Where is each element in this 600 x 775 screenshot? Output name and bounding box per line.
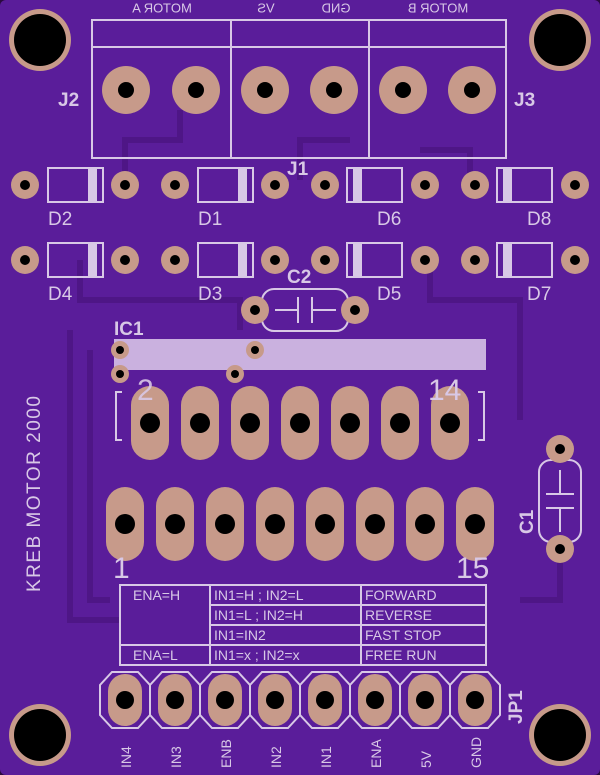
truth-table-cell: IN1=IN2: [214, 627, 266, 643]
header-jp1: [99, 671, 501, 729]
terminal-label-motor-a: MOTOR A: [132, 0, 192, 15]
header-pin-label: ENB: [218, 739, 234, 768]
header-pin-label: IN3: [168, 746, 184, 768]
capacitor-label-c1: C1: [517, 509, 538, 534]
truth-table-cell: IN1=x ; IN2=x: [214, 647, 300, 663]
terminal-label-motor-b: MOTOR B: [408, 0, 468, 15]
ic1-label: IC1: [114, 319, 144, 340]
truth-table-cell: IN1=H ; IN2=L: [214, 587, 304, 603]
header-pin-label: GND: [468, 737, 484, 768]
diode-label-d3: D3: [198, 284, 222, 305]
j1-label: J1: [287, 159, 309, 180]
header-pin-label: ENA: [368, 739, 384, 768]
terminal-block: MOTOR A VS GND MOTOR B J2 J3 J1: [58, 0, 535, 180]
ic1-pins-odd: [106, 487, 494, 561]
terminal-pads: [102, 66, 496, 114]
terminal-label-gnd: GND: [322, 0, 351, 15]
diode-label-d2: D2: [48, 209, 72, 230]
j3-label: J3: [514, 90, 535, 111]
diode-label-d4: D4: [48, 284, 73, 305]
truth-table: ENA=H IN1=H ; IN2=L FORWARD IN1=L ; IN2=…: [119, 584, 487, 666]
header-pin-label: IN1: [318, 746, 334, 768]
diode-label-d1: D1: [198, 209, 222, 230]
diode-label-d6: D6: [377, 209, 401, 230]
header-pin-label: IN4: [118, 746, 134, 768]
diode-row-1: [11, 167, 589, 203]
truth-table-cell: ENA=H: [133, 587, 180, 603]
ic1-pin-1-label: 1: [113, 552, 130, 585]
header-pin-label: IN2: [268, 746, 284, 768]
diode-row-2: [11, 242, 589, 278]
truth-table-cell: FORWARD: [365, 587, 437, 603]
j2-label: J2: [58, 90, 79, 111]
diode-label-d7: D7: [527, 284, 551, 305]
diode-label-d5: D5: [377, 284, 401, 305]
truth-table-cell: IN1=L ; IN2=H: [214, 607, 303, 623]
ic1-pin-15-label: 15: [456, 552, 489, 585]
header-pin-label: 5V: [418, 750, 434, 768]
ic1-pin-2-label: 2: [137, 374, 154, 407]
ic1-pin-14-label: 14: [428, 374, 461, 407]
diode-label-d8: D8: [527, 209, 551, 230]
ic1-heatsink-tab: [114, 339, 486, 370]
truth-table-cell: ENA=L: [133, 647, 178, 663]
truth-table-cell: FREE RUN: [365, 647, 437, 663]
truth-table-cell: FAST STOP: [365, 627, 442, 643]
terminal-label-vs: VS: [257, 0, 275, 15]
ic1: [106, 339, 494, 561]
mounting-holes: [9, 9, 591, 766]
capacitor-label-c2: C2: [287, 267, 311, 288]
truth-table-cell: REVERSE: [365, 607, 432, 623]
board-title: KREB MOTOR 2000: [24, 395, 45, 592]
capacitor-c2: [241, 288, 369, 332]
capacitor-c1: [538, 435, 582, 563]
header-jp1-label: JP1: [506, 690, 527, 724]
traces: [67, 110, 563, 623]
